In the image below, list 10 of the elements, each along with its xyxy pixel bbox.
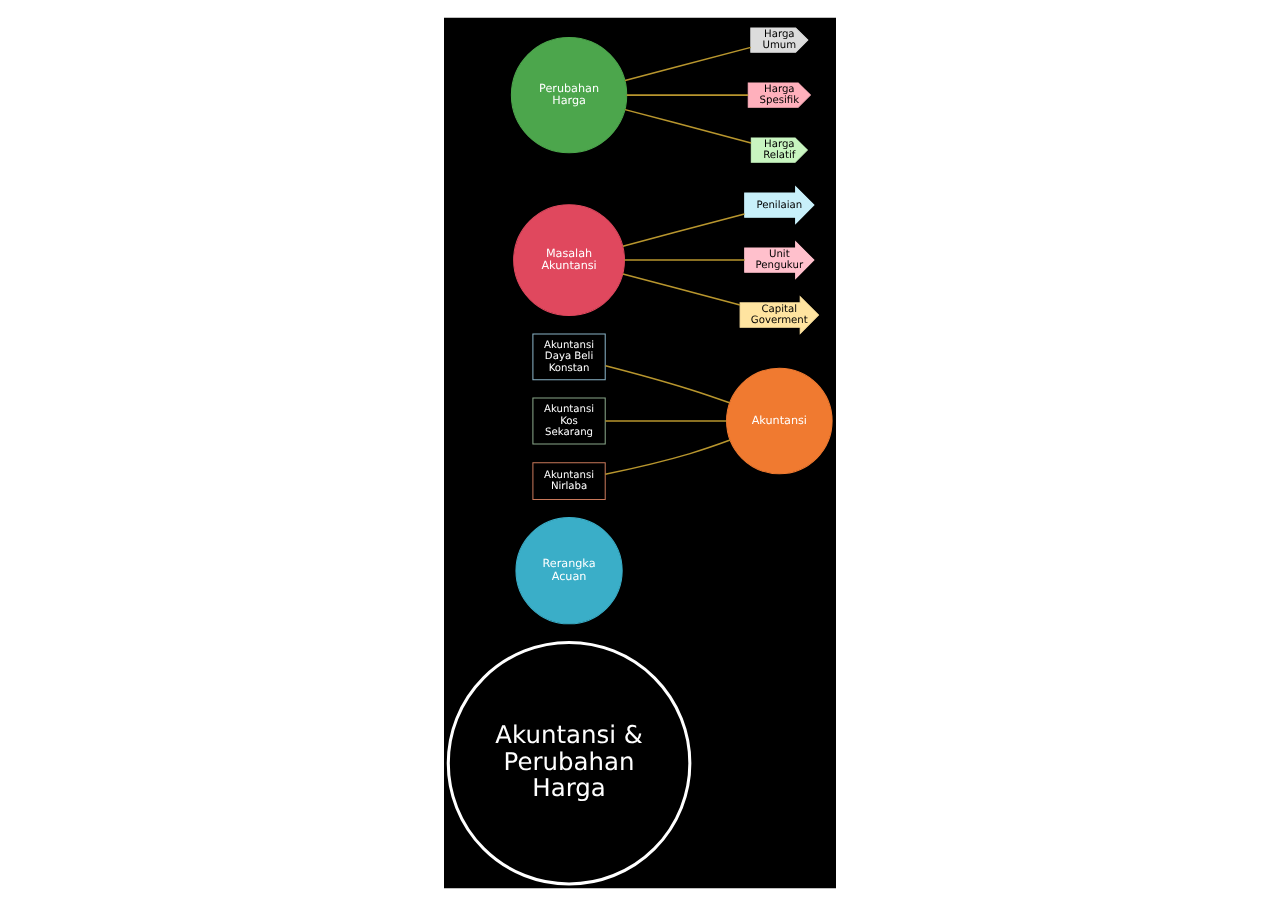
connector	[625, 94, 749, 96]
connector	[622, 213, 746, 247]
connector	[604, 364, 731, 404]
connector	[604, 420, 728, 422]
connector	[624, 46, 752, 82]
connector	[604, 439, 731, 476]
connector	[624, 108, 752, 144]
connector	[623, 259, 746, 261]
connector	[622, 273, 741, 306]
node-circle: Akuntansi & Perubahan Harga	[446, 640, 692, 886]
